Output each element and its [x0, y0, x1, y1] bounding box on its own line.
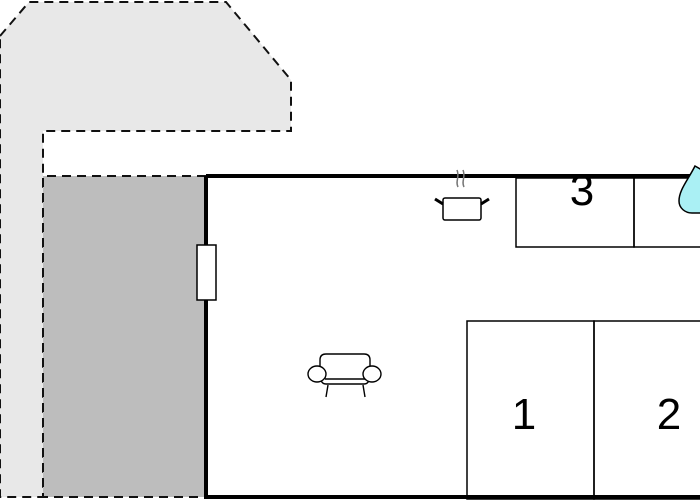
- kitchen-pot-icon: [434, 169, 490, 221]
- outdoor-area: [0, 1, 292, 498]
- armchair-icon: [307, 353, 382, 398]
- room-2-label: 2: [657, 390, 681, 439]
- terrace-fill: [43, 176, 206, 497]
- room-3-label: 3: [570, 166, 594, 215]
- house-interior: [206, 176, 700, 497]
- room-2[interactable]: [593, 320, 700, 500]
- bathroom[interactable]: [633, 177, 700, 248]
- terrace-dashed-edge: [42, 175, 206, 498]
- room-1-label: 1: [512, 390, 536, 439]
- entrance-door[interactable]: [196, 244, 217, 301]
- water-drop-icon: [678, 164, 700, 214]
